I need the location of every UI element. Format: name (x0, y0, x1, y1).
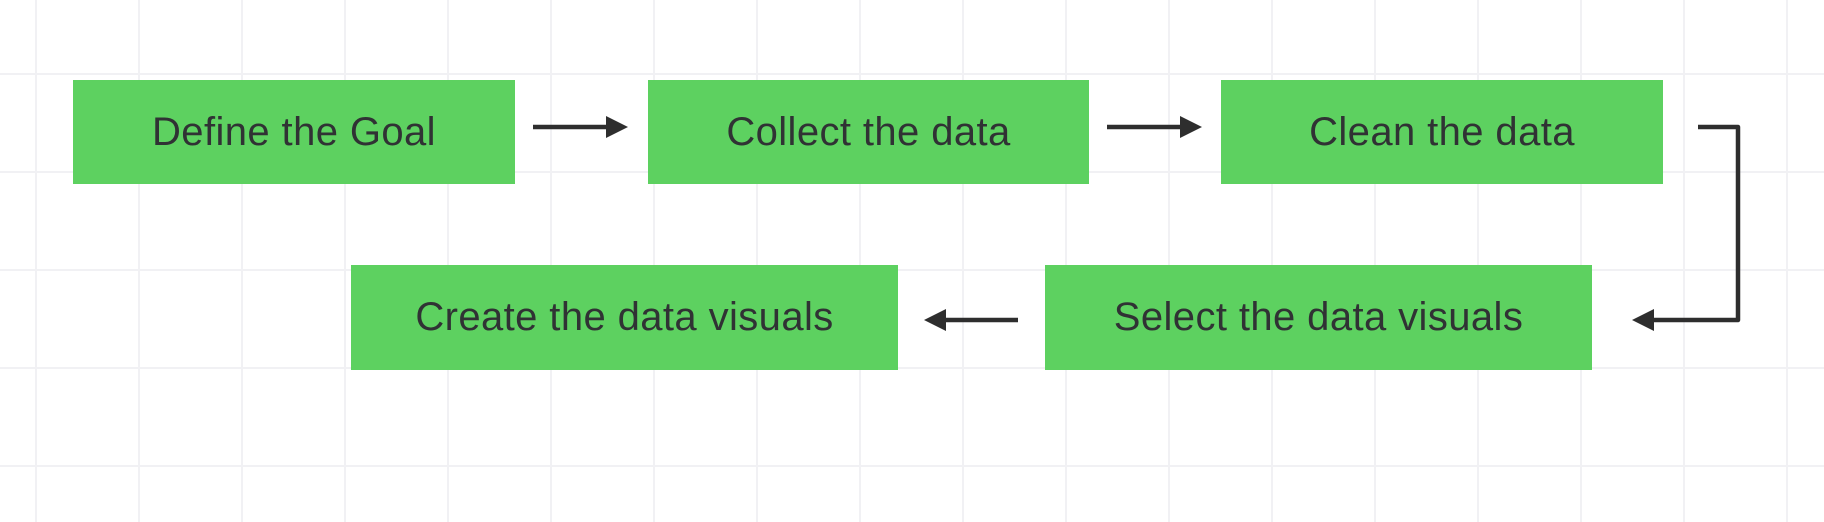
connector-clean-to-select[interactable] (1632, 124, 1741, 331)
arrowhead (1180, 116, 1202, 138)
connector-line (1654, 124, 1741, 323)
connector-select-to-create[interactable] (924, 309, 1018, 331)
arrowhead (924, 309, 946, 331)
node-define-the-goal[interactable]: Define the Goal (73, 80, 515, 184)
arrowhead (606, 116, 628, 138)
node-label: Select the data visuals (1113, 295, 1524, 339)
node-select-the-data-visuals[interactable]: Select the data visuals (1045, 265, 1592, 370)
node-label: Create the data visuals (415, 295, 834, 339)
connector-define-to-collect[interactable] (533, 116, 628, 138)
connector-collect-to-clean[interactable] (1107, 116, 1202, 138)
node-label: Collect the data (726, 109, 1011, 154)
node-clean-the-data[interactable]: Clean the data (1221, 80, 1663, 184)
arrowhead (1632, 309, 1654, 331)
node-label: Clean the data (1309, 109, 1575, 154)
node-collect-the-data[interactable]: Collect the data (648, 80, 1089, 184)
node-create-the-data-visuals[interactable]: Create the data visuals (351, 265, 898, 370)
node-label: Define the Goal (152, 109, 436, 154)
